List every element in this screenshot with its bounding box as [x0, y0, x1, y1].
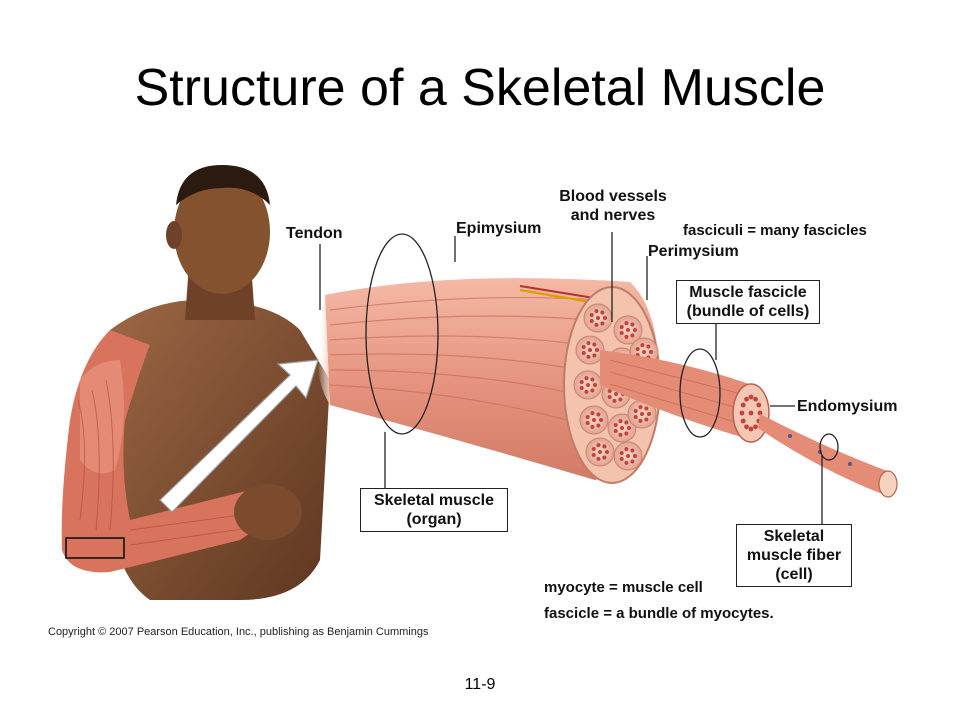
label-skeletal-muscle: Skeletal muscle (organ) — [360, 488, 508, 532]
fascicle-fiber-dots — [739, 394, 763, 432]
note-myocyte: myocyte = muscle cell — [544, 579, 703, 596]
label-endomysium: Endomysium — [797, 398, 898, 415]
fascicle-bundle — [613, 441, 643, 471]
fiber-dot — [740, 418, 746, 424]
callout-ovals — [365, 233, 839, 461]
label-epimysium: Epimysium — [456, 220, 542, 237]
label-blood-vessels: Blood vessels and nerves — [559, 188, 667, 224]
fiber-dot — [740, 402, 746, 408]
fascicle-cross-section — [573, 303, 659, 471]
fascicle-bundle — [583, 303, 613, 333]
fascicle-bundle — [627, 399, 657, 429]
fiber-dot — [748, 426, 754, 432]
fiber-dot — [757, 410, 763, 416]
man-figure — [61, 165, 330, 600]
fascicle-bundle — [613, 315, 643, 345]
fiber-dot — [748, 394, 754, 400]
fiber-dot — [744, 424, 749, 430]
leader-lines — [319, 232, 823, 524]
fascicle-bundle — [573, 370, 603, 400]
label-tendon: Tendon — [286, 225, 343, 242]
label-muscle-fiber: Skeletal muscle fiber (cell) — [736, 524, 852, 587]
fascicle-bundle — [585, 437, 615, 467]
note-fascicle: fascicle = a bundle of myocytes. — [544, 605, 774, 622]
fascicle-bundle — [575, 335, 605, 365]
fiber-dot — [744, 396, 749, 402]
fiber-dot — [748, 410, 754, 416]
fiber-dot — [739, 410, 745, 416]
copyright-notice: Copyright © 2007 Pearson Education, Inc.… — [48, 626, 429, 638]
fascicle-bundle — [607, 413, 637, 443]
muscle-fiber — [758, 414, 898, 498]
label-perimysium: Perimysium — [648, 243, 739, 260]
slide-number: 11-9 — [464, 676, 496, 693]
fiber-dot — [756, 402, 762, 408]
note-fasciculi: fasciculi = many fascicles — [683, 222, 867, 239]
fascicle-bundle — [579, 405, 609, 435]
fiber-dot — [753, 396, 758, 402]
slide-title: Structure of a Skeletal Muscle — [134, 59, 826, 117]
fiber-dot — [753, 424, 758, 430]
label-muscle-fascicle: Muscle fascicle (bundle of cells) — [676, 280, 820, 324]
